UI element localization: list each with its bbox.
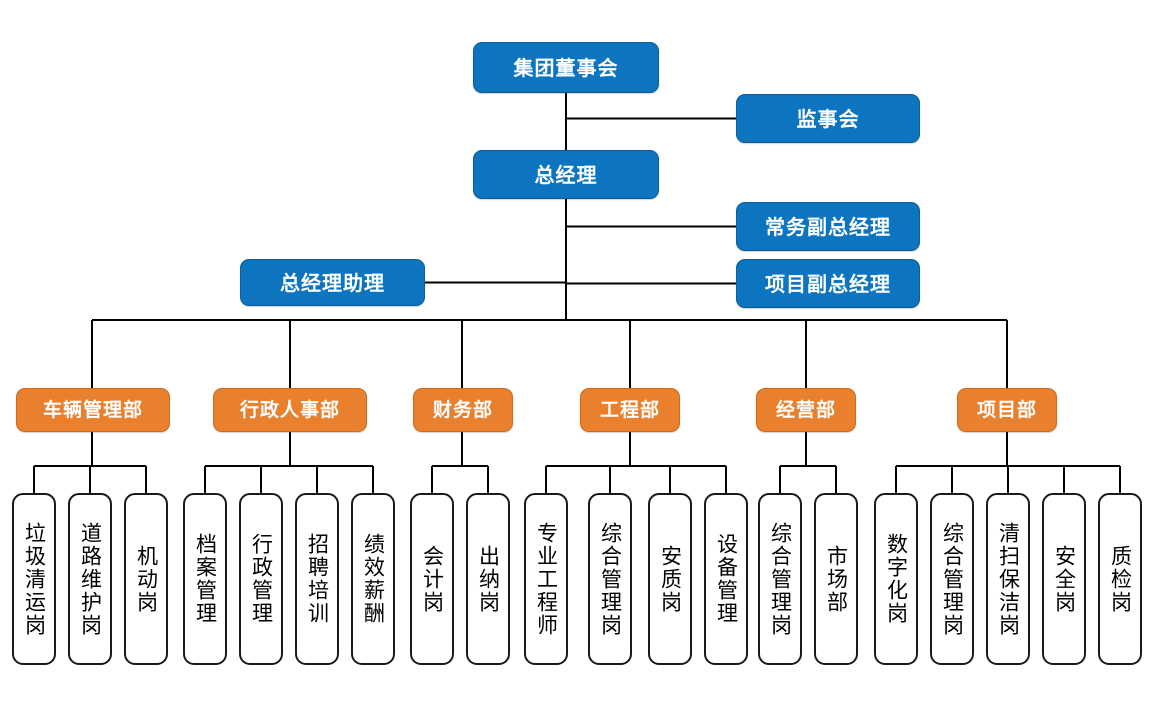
org-node-vehicle[interactable]: 车辆管理部 — [16, 388, 170, 432]
org-node-gm-assistant[interactable]: 总经理助理 — [240, 259, 425, 306]
org-node-admin-mgmt[interactable]: 行政管理 — [239, 493, 283, 665]
org-node-recruit-train[interactable]: 招聘培训 — [295, 493, 339, 665]
org-node-safety-quality[interactable]: 安质岗 — [648, 493, 692, 665]
org-node-motor-pool[interactable]: 机动岗 — [124, 493, 168, 665]
org-node-accounting[interactable]: 会计岗 — [410, 493, 454, 665]
org-node-operation[interactable]: 经营部 — [756, 388, 856, 432]
org-node-board[interactable]: 集团董事会 — [473, 42, 659, 93]
org-node-waste-transport[interactable]: 垃圾清运岗 — [12, 493, 56, 665]
org-node-eng-general-mgmt[interactable]: 综合管理岗 — [588, 493, 632, 665]
org-node-inspection[interactable]: 质检岗 — [1098, 493, 1142, 665]
org-node-prj-general-mgmt[interactable]: 综合管理岗 — [930, 493, 974, 665]
org-node-market[interactable]: 市场部 — [814, 493, 858, 665]
org-node-project[interactable]: 项目部 — [957, 388, 1057, 432]
org-node-project-deputy-gm[interactable]: 项目副总经理 — [736, 259, 920, 308]
org-node-perf-pay[interactable]: 绩效薪酬 — [351, 493, 395, 665]
org-node-gm[interactable]: 总经理 — [473, 150, 659, 199]
org-node-op-general-mgmt[interactable]: 综合管理岗 — [758, 493, 802, 665]
org-node-engineer[interactable]: 工程部 — [580, 388, 680, 432]
org-node-admin-hr[interactable]: 行政人事部 — [213, 388, 367, 432]
org-node-safety[interactable]: 安全岗 — [1042, 493, 1086, 665]
org-node-equipment-mgmt[interactable]: 设备管理 — [704, 493, 748, 665]
org-node-road-maintenance[interactable]: 道路维护岗 — [68, 493, 112, 665]
org-node-cashier[interactable]: 出纳岗 — [466, 493, 510, 665]
org-node-archives[interactable]: 档案管理 — [183, 493, 227, 665]
org-node-pro-engineer[interactable]: 专业工程师 — [524, 493, 568, 665]
org-node-exec-deputy-gm[interactable]: 常务副总经理 — [736, 202, 920, 251]
org-node-supervisors[interactable]: 监事会 — [736, 94, 920, 143]
org-node-finance[interactable]: 财务部 — [413, 388, 513, 432]
org-node-cleaning[interactable]: 清扫保洁岗 — [986, 493, 1030, 665]
org-node-digitalization[interactable]: 数字化岗 — [874, 493, 918, 665]
